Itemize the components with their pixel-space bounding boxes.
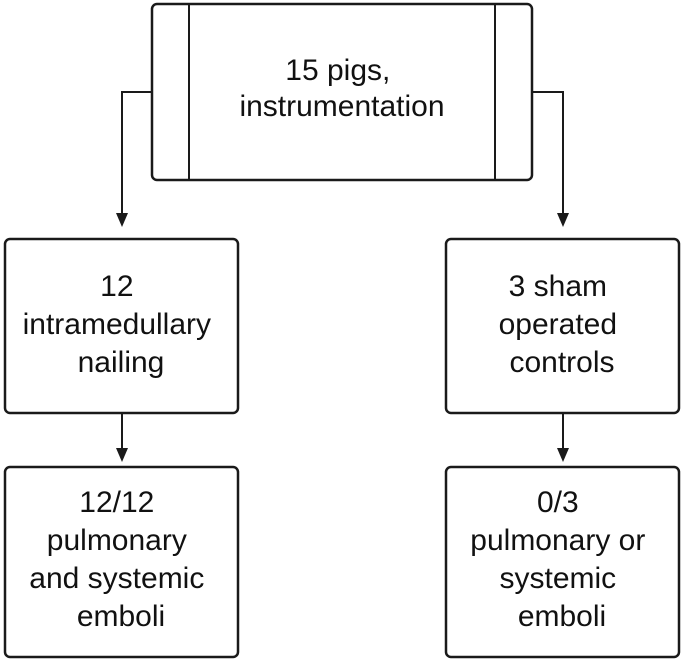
left-outcome-line-2: pulmonary xyxy=(47,524,187,557)
left-group-line-2: intramedullary xyxy=(23,308,211,341)
right-group-node: 3 sham operated controls xyxy=(444,237,681,415)
right-outcome-line-2: pulmonary or xyxy=(470,524,645,557)
connector-left-group-to-outcome xyxy=(116,413,128,462)
connector-right-group-to-outcome xyxy=(557,413,569,462)
left-outcome-line-4: emboli xyxy=(77,600,165,633)
left-group-node: 12 intramedullary nailing xyxy=(3,237,240,415)
left-group-line-1: 12 xyxy=(100,270,133,303)
root-line-1: 15 pigs, xyxy=(285,54,390,87)
connector-root-to-right xyxy=(532,91,569,227)
right-group-line-1: 3 sham xyxy=(509,270,607,303)
left-outcome-line-3: and systemic xyxy=(29,562,204,595)
right-group-line-2: operated xyxy=(499,308,617,341)
svg-text:15 pigs, instrumentation: 15 pigs, instrumentation xyxy=(239,54,444,123)
right-outcome-line-3: systemic xyxy=(499,562,616,595)
right-outcome-line-1: 0/3 xyxy=(537,486,579,519)
svg-text:12/12 pulmonary an: 12/12 pulmonary and systemic emboli xyxy=(29,486,212,633)
root-node: 15 pigs, instrumentation xyxy=(150,2,534,182)
svg-text:0/3 pulmonary or s: 0/3 pulmonary or systemic emboli xyxy=(470,486,653,633)
root-line-2: instrumentation xyxy=(239,90,444,123)
right-group-line-3: controls xyxy=(509,346,614,379)
svg-text:12 intramedullary: 12 intramedullary nailing xyxy=(23,270,220,379)
left-outcome-line-1: 12/12 xyxy=(79,486,154,519)
svg-text:3 sham operated co: 3 sham operated controls xyxy=(499,270,626,379)
left-group-line-3: nailing xyxy=(78,346,165,379)
connector-root-to-left xyxy=(116,91,152,227)
right-outcome-line-4: emboli xyxy=(518,600,606,633)
right-outcome-node: 0/3 pulmonary or systemic emboli xyxy=(444,465,681,659)
left-outcome-node: 12/12 pulmonary and systemic emboli xyxy=(3,465,240,659)
